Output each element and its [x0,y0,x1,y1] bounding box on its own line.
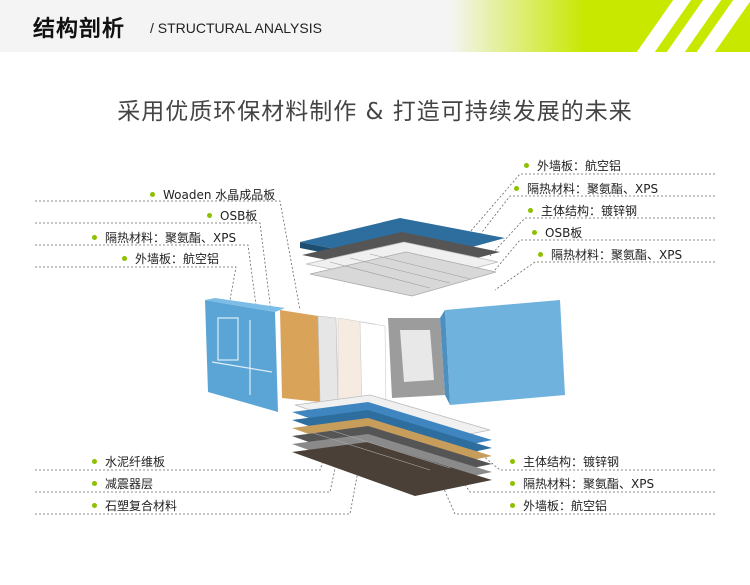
bullet-icon [510,459,515,464]
bullet-icon [92,481,97,486]
label-outer-wall: 外墙板：航空铝 [510,497,607,514]
osb-wall-layer [280,310,320,402]
bullet-icon [92,235,97,240]
bullet-icon [514,186,519,191]
label-outer-wall: 外墙板：航空铝 [524,157,621,174]
label-main-structure: 主体结构：镀锌钢 [510,453,619,470]
bullet-icon [528,208,533,213]
label-insulation: 隔热材料：聚氨酯、XPS [538,246,682,263]
floor-layers [292,395,492,496]
bullet-icon [150,192,155,197]
roof-layers [300,218,505,296]
label-finished-board: Woaden 水晶成品板 [150,186,275,203]
right-wall-panel [440,300,565,405]
label-shock-absorber-layer: 减震器层 [92,475,153,492]
bullet-icon [207,213,212,218]
bullet-icon [538,252,543,257]
bullet-icon [92,503,97,508]
bullet-icon [122,256,127,261]
label-osb-board: OSB板 [207,207,257,224]
bullet-icon [532,230,537,235]
label-outer-wall: 外墙板：航空铝 [122,250,219,267]
bullet-icon [524,163,529,168]
insulation-wall-layer [318,316,338,404]
label-osb-board: OSB板 [532,224,582,241]
label-main-structure: 主体结构：镀锌钢 [528,202,637,219]
label-cement-fiber-board: 水泥纤维板 [92,453,165,470]
bullet-icon [92,459,97,464]
label-insulation: 隔热材料：聚氨酯、XPS [92,229,236,246]
bullet-icon [510,503,515,508]
left-wall-panel [205,298,285,412]
label-stone-plastic-composite: 石塑复合材料 [92,497,177,514]
label-insulation: 隔热材料：聚氨酯、XPS [510,475,654,492]
bullet-icon [510,481,515,486]
label-insulation: 隔热材料：聚氨酯、XPS [514,180,658,197]
